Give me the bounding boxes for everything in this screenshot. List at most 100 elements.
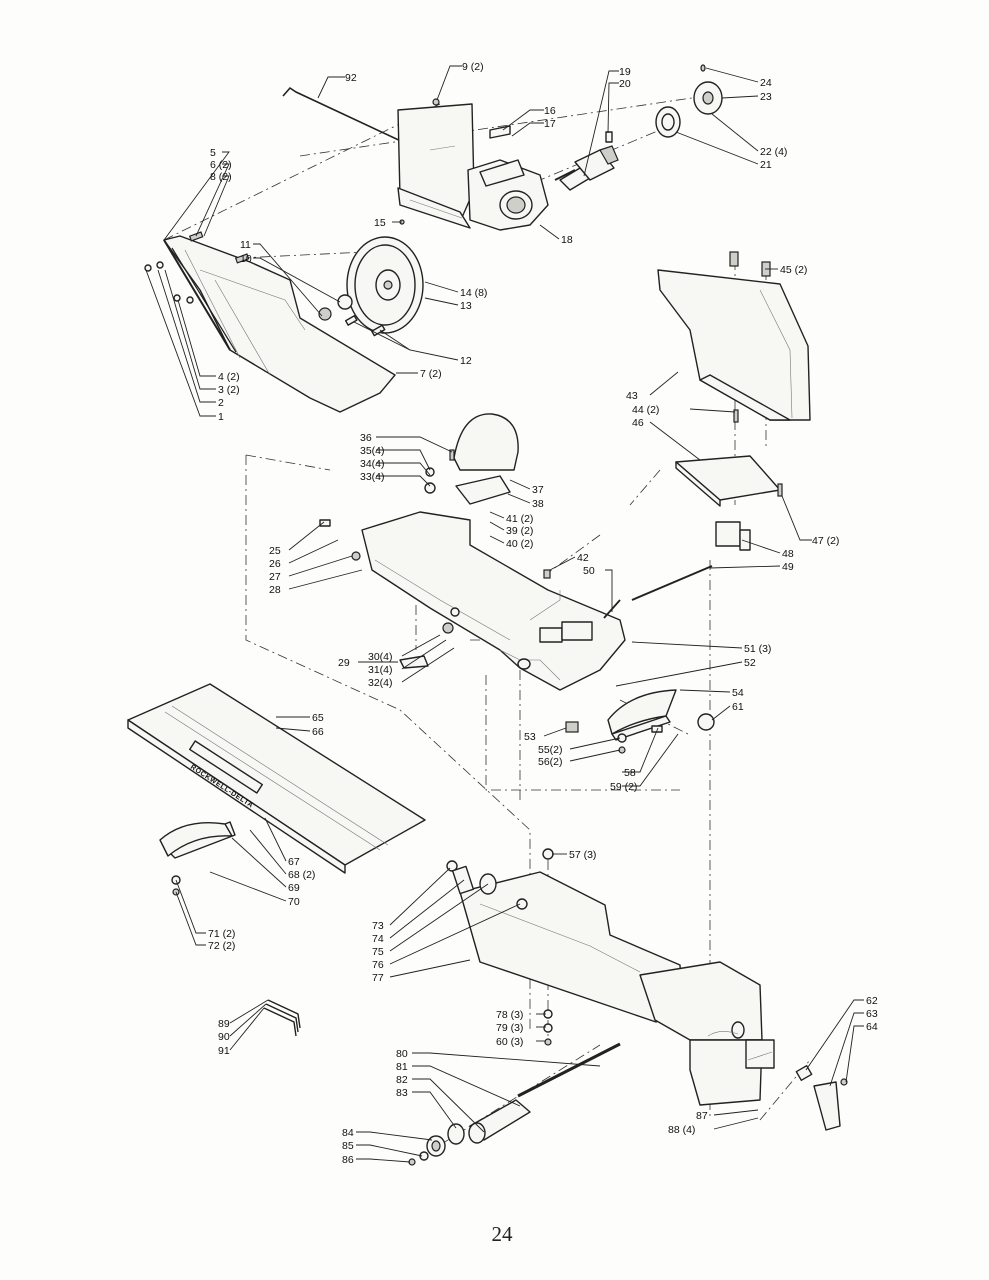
callout-33: 33(4) <box>360 471 385 483</box>
rear-guard-assembly <box>424 413 519 505</box>
callout-labels: 92 9 (2) 16 17 15 18 19 20 24 23 22 (4) … <box>208 61 878 1166</box>
callout-89: 89 <box>218 1018 230 1030</box>
callout-21: 21 <box>760 159 772 171</box>
callout-10: 10 <box>240 253 252 265</box>
callout-75: 75 <box>372 946 384 958</box>
callout-70: 70 <box>288 896 300 908</box>
callout-59: 59 (2) <box>610 781 637 793</box>
callout-39: 39 (2) <box>506 525 533 537</box>
callout-16: 16 <box>544 105 556 117</box>
callout-80: 80 <box>396 1048 408 1060</box>
saw-blade-assembly <box>318 236 424 337</box>
callout-24: 24 <box>760 77 772 89</box>
callout-34: 34(4) <box>360 458 385 470</box>
callout-64: 64 <box>866 1021 878 1033</box>
callout-40: 40 (2) <box>506 538 533 550</box>
callout-76: 76 <box>372 959 384 971</box>
callout-38: 38 <box>532 498 544 510</box>
callout-53: 53 <box>524 731 536 743</box>
callout-35: 35(4) <box>360 445 385 457</box>
callout-71: 71 (2) <box>208 928 235 940</box>
callout-12: 12 <box>460 355 472 367</box>
lower-cabinet <box>446 848 775 1106</box>
rip-fence-assembly <box>631 251 811 601</box>
elevating-crank <box>795 1064 848 1131</box>
callout-63: 63 <box>866 1008 878 1020</box>
callout-45: 45 (2) <box>780 264 807 276</box>
motor-shaft-assembly <box>554 64 723 191</box>
leader-lines <box>145 65 864 1163</box>
callout-88: 88 (4) <box>668 1124 695 1136</box>
extension-table: ROCKWELL-DELTA <box>127 683 426 896</box>
part-92-rod <box>282 86 421 151</box>
callout-67: 67 <box>288 856 300 868</box>
callout-8: 8 (2) <box>210 171 232 183</box>
callout-42: 42 <box>577 552 589 564</box>
callout-56: 56(2) <box>538 756 563 768</box>
callout-46: 46 <box>632 417 644 429</box>
callout-74: 74 <box>372 933 384 945</box>
callout-55: 55(2) <box>538 744 563 756</box>
callout-47: 47 (2) <box>812 535 839 547</box>
callout-68: 68 (2) <box>288 869 315 881</box>
callout-41: 41 (2) <box>506 513 533 525</box>
callout-54: 54 <box>732 687 744 699</box>
callout-58: 58 <box>624 767 636 779</box>
callout-83: 83 <box>396 1087 408 1099</box>
callout-31: 31(4) <box>368 664 393 676</box>
callout-14: 14 (8) <box>460 287 487 299</box>
motor-bracket <box>397 98 549 231</box>
callout-65: 65 <box>312 712 324 724</box>
callout-5: 5 <box>210 147 216 159</box>
callout-43: 43 <box>626 390 638 402</box>
callout-86: 86 <box>342 1154 354 1166</box>
callout-66: 66 <box>312 726 324 738</box>
callout-92: 92 <box>345 72 357 84</box>
callout-29: 29 <box>338 657 350 669</box>
callout-4: 4 (2) <box>218 371 240 383</box>
callout-84: 84 <box>342 1127 354 1139</box>
callout-81: 81 <box>396 1061 408 1073</box>
callout-18: 18 <box>561 234 573 246</box>
callout-17: 17 <box>544 118 556 130</box>
blade-guard-assembly <box>144 231 396 413</box>
callout-20: 20 <box>619 78 631 90</box>
callout-28: 28 <box>269 584 281 596</box>
callout-36: 36 <box>360 432 372 444</box>
callout-19: 19 <box>619 66 631 78</box>
callout-91: 91 <box>218 1045 230 1057</box>
callout-49: 49 <box>782 561 794 573</box>
callout-2: 2 <box>218 397 224 409</box>
callout-22: 22 (4) <box>760 146 787 158</box>
callout-52: 52 <box>744 657 756 669</box>
callout-60: 60 (3) <box>496 1036 523 1048</box>
callout-9: 9 (2) <box>462 61 484 73</box>
elevating-screw-assembly <box>408 1042 621 1166</box>
callout-51: 51 (3) <box>744 643 771 655</box>
callout-87: 87 <box>696 1110 708 1122</box>
page-number: 24 <box>491 1222 513 1246</box>
callout-73: 73 <box>372 920 384 932</box>
callout-11: 11 <box>240 239 251 251</box>
callout-25: 25 <box>269 545 281 557</box>
callout-69: 69 <box>288 882 300 894</box>
callout-61: 61 <box>732 701 744 713</box>
callout-32: 32(4) <box>368 677 393 689</box>
callout-90: 90 <box>218 1031 230 1043</box>
callout-77: 77 <box>372 972 384 984</box>
callout-13: 13 <box>460 300 472 312</box>
callout-23: 23 <box>760 91 772 103</box>
callout-27: 27 <box>269 571 281 583</box>
miter-gauge-guard <box>565 689 715 754</box>
main-base-casting <box>319 511 626 691</box>
callout-26: 26 <box>269 558 281 570</box>
callout-44: 44 (2) <box>632 404 659 416</box>
callout-15: 15 <box>374 217 386 229</box>
callout-7: 7 (2) <box>420 368 442 380</box>
callout-48: 48 <box>782 548 794 560</box>
callout-30: 30(4) <box>368 651 393 663</box>
callout-57: 57 (3) <box>569 849 596 861</box>
callout-6: 6 (2) <box>210 159 232 171</box>
callout-82: 82 <box>396 1074 408 1086</box>
